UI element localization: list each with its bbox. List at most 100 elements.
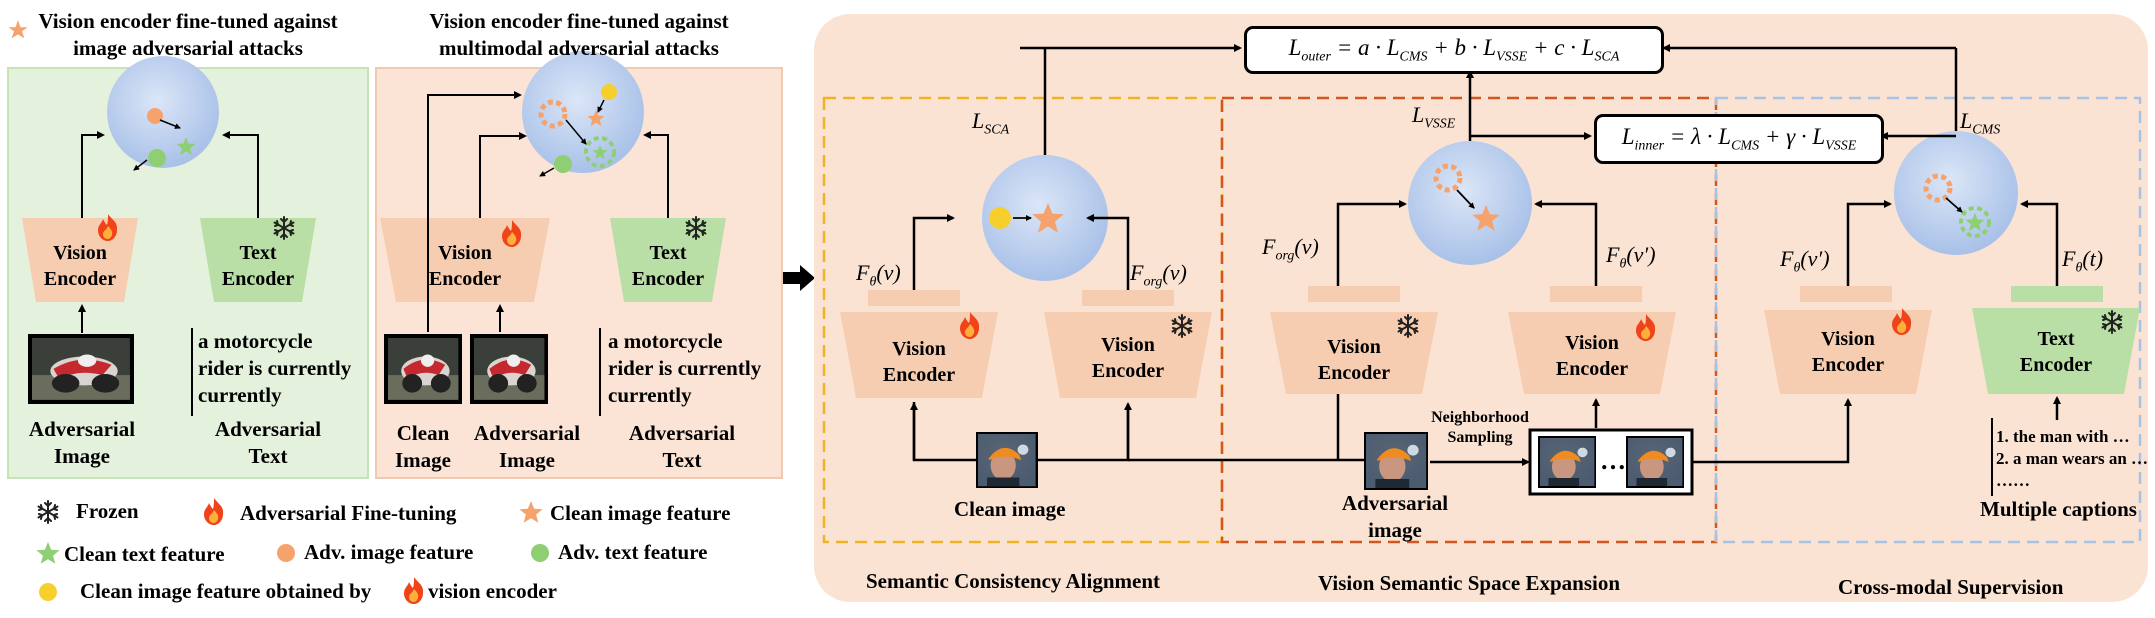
vision-encoder-label-line1: Vision (1565, 332, 1619, 354)
adversarial-image-thumb (32, 338, 130, 400)
panel1-text-label: Adversarial Text (200, 416, 336, 470)
label-l-sca: LSCA (972, 108, 1010, 138)
panel2-adv-text-line1: a motorcycle (608, 329, 723, 353)
panel2-adv-text-line3: currently (608, 383, 692, 407)
vision-encoder-label-line2: Encoder (1091, 360, 1165, 382)
vision-encoder-label: Vision Encoder (840, 336, 998, 388)
vision-encoder-label: Vision Encoder (1270, 334, 1438, 386)
neighborhood-sampling-label: Neighborhood Sampling (1410, 408, 1550, 448)
clean-image-star-icon (519, 501, 543, 523)
text-encoder-1 (200, 218, 316, 302)
vision-encoder-label-line2: Encoder (428, 268, 502, 290)
vision-encoder-label-line2: Encoder (1811, 354, 1885, 376)
text-encoder-label: Text Encoder (610, 240, 726, 292)
section-label-sca: Semantic Consistency Alignment (866, 569, 1160, 593)
vsse-vision-encoder-trainable (1508, 312, 1676, 394)
panel1-image-label-line1: Adversarial (28, 417, 136, 441)
adv-image-label-line1: Adversarial (1341, 491, 1449, 515)
vision-encoder-label-line1: Vision (1821, 328, 1875, 350)
vision-encoder-label-line2: Encoder (882, 364, 956, 386)
panel2-text-label-line2: Text (662, 448, 702, 472)
adv-image-dot-icon (277, 544, 295, 562)
text-encoder-label-line1: Text (239, 242, 277, 264)
panel-multimodal-adv (375, 51, 783, 479)
panel1-adv-text-line2: rider is currently (198, 356, 352, 380)
caption-2: 2. a man wears an … (1996, 449, 2149, 468)
clean-image-dot-icon (39, 583, 57, 601)
vision-encoder-label-line2: Encoder (43, 268, 117, 290)
legend-clean-by-pre: Clean image feature obtained by (80, 579, 372, 603)
label-f-org-v: Forg(v) (1130, 260, 1187, 290)
legend-frozen: Frozen (76, 499, 139, 523)
text-encoder-label-line2: Encoder (631, 268, 705, 290)
panel2-adv-label-line1: Adversarial (473, 421, 581, 445)
label-f-org-v-2: Forg(v) (1262, 234, 1319, 264)
caption-1: 1. the man with … (1996, 427, 2130, 446)
legend-adv-ft: Adversarial Fine-tuning (240, 501, 457, 525)
text-encoder-label: Text Encoder (200, 240, 316, 292)
vision-encoder-label: Vision Encoder (1508, 330, 1676, 382)
panel2-text-label-line1: Adversarial (628, 421, 736, 445)
clean-text-star-icon (36, 542, 60, 564)
neighborhood-label-line1: Neighborhood (1431, 409, 1529, 426)
panel2-adv-label-line2: Image (499, 448, 555, 472)
vision-encoder-label: Vision Encoder (22, 240, 138, 292)
panel1-image-label: Adversarial Image (14, 416, 150, 470)
outer-loss-box: Louter = a · LCMS + b · LVSSE + c · LSCA (1244, 26, 1664, 74)
neighbor-sample-thumb (1628, 438, 1683, 486)
label-f-theta-v: Fθ(v) (856, 260, 901, 290)
vision-encoder-label-line1: Vision (1327, 336, 1381, 358)
sca-vision-encoder-frozen (1044, 312, 1212, 398)
vision-encoder-label: Vision Encoder (380, 240, 550, 292)
panel1-title: Vision encoder fine-tuned against image … (8, 8, 368, 62)
section-label-vsse: Vision Semantic Space Expansion (1318, 571, 1621, 595)
snowflake-icon (37, 500, 59, 524)
vision-encoder-label-line2: Encoder (1317, 362, 1391, 384)
panel1-adv-text-line1: a motorcycle (198, 329, 313, 353)
neighborhood-label-line2: Sampling (1447, 429, 1513, 446)
panel1-adv-text: a motorcycle rider is currently currentl… (198, 328, 351, 409)
vision-encoder-label-line1: Vision (53, 242, 107, 264)
text-encoder-label-line2: Encoder (221, 268, 295, 290)
multiple-captions-label: Multiple captions (1980, 497, 2137, 521)
text-encoder-label-line2: Encoder (2019, 354, 2093, 376)
legend (36, 498, 549, 604)
panel2-title-line2: multimodal adversarial attacks (439, 36, 719, 60)
legend-adv-txt: Adv. text feature (558, 540, 708, 564)
adv-text-dot-icon (531, 544, 549, 562)
panel1-image-label-line2: Image (54, 444, 110, 468)
panel2-adv-text: a motorcycle rider is currently currentl… (608, 328, 761, 409)
text-encoder-label-line1: Text (2037, 328, 2075, 350)
flow-arrow (783, 265, 815, 291)
panel2-text-label: Adversarial Text (614, 420, 750, 474)
caption-3: …… (1996, 471, 2030, 490)
clean-image-thumb (388, 338, 459, 400)
fire-icon (404, 577, 424, 604)
cms-vision-encoder (1764, 310, 1932, 394)
embedding-sphere (107, 56, 219, 168)
panel1-adv-text-line3: currently (198, 383, 282, 407)
legend-clean-img: Clean image feature (550, 501, 731, 525)
text-encoder-label: Text Encoder (1972, 326, 2140, 378)
outer-loss-formula: Louter = a · LCMS + b · LVSSE + c · LSCA (1288, 34, 1620, 65)
vision-encoder-label-line1: Vision (1101, 334, 1155, 356)
panel2-clean-label-line1: Clean (396, 421, 450, 445)
panel2-adv-label: Adversarial Image (462, 420, 592, 474)
caption-list: 1. the man with … 2. a man wears an … …… (1996, 426, 2148, 492)
vision-encoder-label: Vision Encoder (1044, 332, 1212, 384)
clean-image-thumb (978, 434, 1036, 487)
clean-image-label: Clean image (954, 497, 1066, 521)
cms-sphere (1894, 131, 2018, 255)
panel1-title-line1: Vision encoder fine-tuned against (38, 9, 338, 33)
panel1-title-line2: image adversarial attacks (73, 36, 303, 60)
vision-encoder-label: Vision Encoder (1764, 326, 1932, 378)
panel1-text-label-line2: Text (248, 444, 288, 468)
vision-encoder-label-line1: Vision (438, 242, 492, 264)
legend-clean-txt: Clean text feature (64, 542, 225, 566)
panel2-clean-label-line2: Image (395, 448, 451, 472)
label-f-theta-vp-2: Fθ(v′) (1780, 246, 1830, 276)
vsse-vision-encoder-frozen (1270, 312, 1438, 394)
vision-encoder-label-line2: Encoder (1555, 358, 1629, 380)
adv-image-label-line2: image (1368, 518, 1422, 542)
inner-loss-box: Linner = λ · LCMS + γ · LVSSE (1594, 114, 1884, 164)
